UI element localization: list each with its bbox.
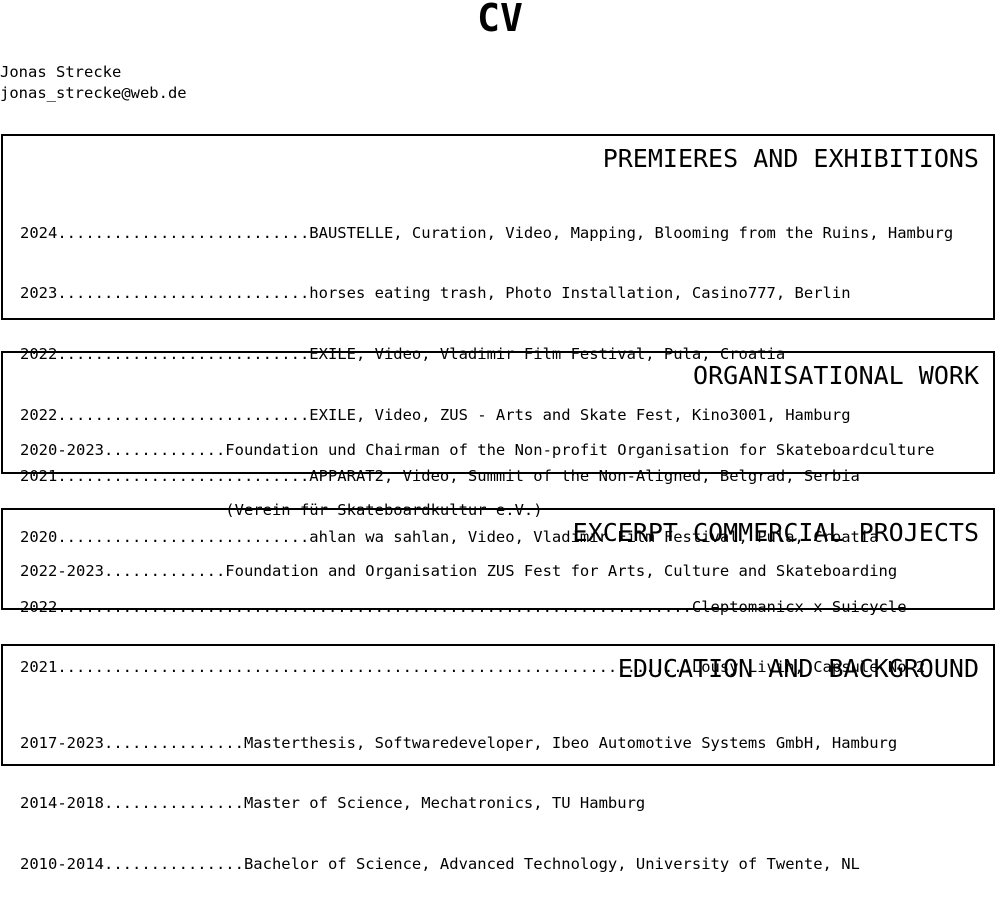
entry-list: 2017-2023...............Masterthesis, So… — [20, 692, 897, 915]
entry-row: 2010-2014...............Bachelor of Scie… — [20, 855, 860, 874]
entry-row: 2022-2023.............Foundation and Org… — [20, 562, 898, 581]
entry-row: 2023...........................horses ea… — [20, 284, 851, 303]
section-heading: PREMIERES AND EXHIBITIONS — [602, 144, 979, 173]
section-heading: EDUCATION AND BACKGROUND — [617, 654, 979, 683]
page-title: CV — [477, 0, 523, 40]
entry-list: 2020-2023.............Foundation und Cha… — [20, 399, 935, 622]
contact-email: jonas_strecke@web.de — [0, 83, 187, 102]
entry-row: 2020-2023.............Foundation und Cha… — [20, 440, 935, 459]
section-excerpt-commercial-projects: EXCERPT COMMERCIAL PROJECTS 2022........… — [1, 508, 995, 676]
entry-row: 2024...........................BAUSTELLE… — [20, 223, 954, 242]
section-heading: EXCERPT COMMERCIAL PROJECTS — [572, 518, 979, 547]
section-organisational-work: ORGANISATIONAL WORK 2020-2023...........… — [1, 351, 995, 580]
entry-list: 2024...........................BAUSTELLE… — [20, 182, 953, 588]
contact-name: Jonas Strecke — [0, 63, 122, 81]
entry-row: 2021....................................… — [20, 658, 926, 677]
section-education-and-background: EDUCATION AND BACKGROUND 2017-2023......… — [1, 644, 995, 873]
entry-row: 2022....................................… — [20, 597, 907, 616]
section-premieres-and-exhibitions: PREMIERES AND EXHIBITIONS 2024..........… — [1, 134, 995, 546]
entry-list: 2022....................................… — [20, 556, 925, 718]
entry-row: 2022...........................EXILE, Vi… — [20, 345, 786, 364]
entry-row: (Verein für Skateboardkultur e.V.) — [20, 501, 543, 520]
entry-row: 2020...........................ahlan wa … — [20, 528, 879, 547]
contact-block: Jonas Strecke jonas_strecke@web.de — [0, 62, 187, 103]
entry-row: 2022...........................EXILE, Vi… — [20, 406, 851, 425]
entry-row: 2021...........................APPARAT2,… — [20, 467, 860, 486]
section-heading: ORGANISATIONAL WORK — [693, 361, 979, 390]
entry-row: 2017-2023...............Masterthesis, So… — [20, 733, 898, 752]
entry-row: 2014-2018...............Master of Scienc… — [20, 794, 646, 813]
